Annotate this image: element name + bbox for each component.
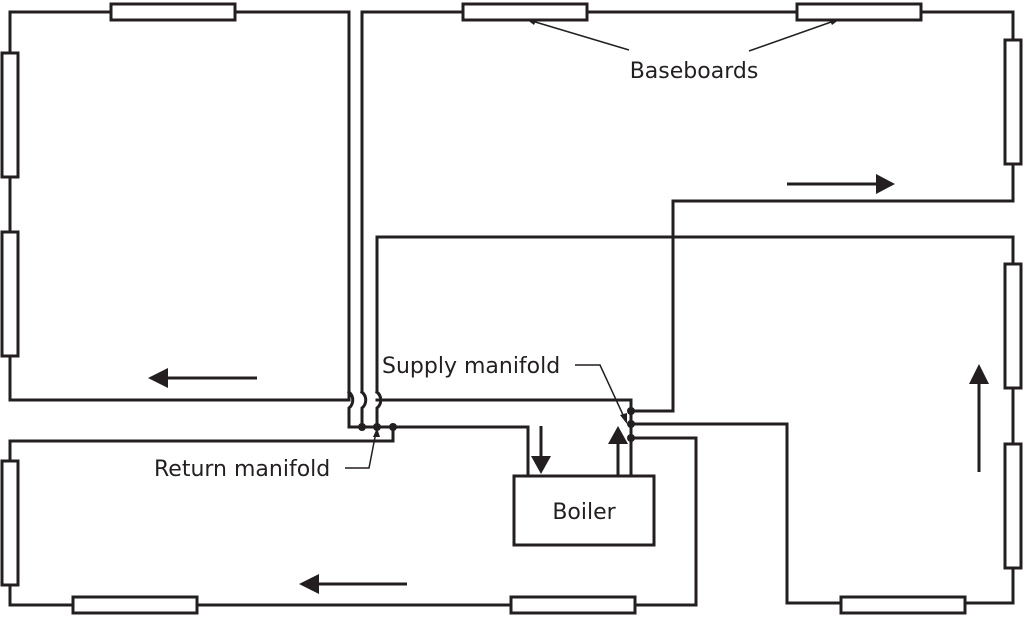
flow-arrows <box>148 174 989 594</box>
baseboards-leader <box>531 20 630 51</box>
baseboards-leader <box>748 20 835 52</box>
manifold-junction <box>627 420 635 428</box>
return-header-pipe <box>347 425 530 478</box>
baseboard <box>71 595 199 615</box>
arrow-down-icon <box>531 456 551 474</box>
callouts: Baseboards Supply manifold Return manifo… <box>154 19 840 482</box>
return-manifold <box>347 423 530 478</box>
zone-bottom-pipe <box>8 425 698 607</box>
arrow-right-icon <box>876 174 895 194</box>
boiler: Boiler <box>512 474 656 547</box>
leader-arrow-icon <box>373 428 380 437</box>
baseboard <box>1003 442 1023 570</box>
boiler-label: Boiler <box>552 500 616 525</box>
zone-top-right-pipe <box>360 10 1015 413</box>
boiler-box <box>512 474 656 547</box>
baseboard <box>1003 262 1023 390</box>
leader-arrow-icon <box>620 413 627 424</box>
supply-manifold-label: Supply manifold <box>382 354 560 379</box>
baseboard <box>109 2 237 22</box>
zone-top-left-pipe <box>8 10 351 402</box>
baseboard <box>461 2 589 22</box>
supply-manifold-leader <box>575 364 625 418</box>
manifold-junction <box>627 434 635 442</box>
arrow-up-icon <box>969 364 989 384</box>
arrow-left-icon <box>299 574 319 594</box>
baseboard <box>839 595 967 615</box>
manifold-junction <box>373 423 381 431</box>
zone-top-left <box>0 2 364 429</box>
arrow-up-icon <box>608 426 628 444</box>
baseboard <box>0 230 20 358</box>
zone-right-pipe <box>375 235 1015 605</box>
leader-arrow-icon <box>526 19 537 25</box>
zone-right <box>374 235 1023 615</box>
zone-top-left-crossover <box>346 389 364 429</box>
baseboard <box>0 51 20 179</box>
zone-right-crossover <box>374 389 383 429</box>
leader-arrow-icon <box>829 19 840 25</box>
return-manifold-leader <box>345 431 377 469</box>
baseboard <box>795 2 923 22</box>
zone-top-right <box>359 2 1023 429</box>
return-manifold-label: Return manifold <box>154 457 330 482</box>
baseboard <box>1003 38 1023 166</box>
supply-manifold <box>375 398 635 478</box>
baseboard <box>509 595 637 615</box>
arrow-left-icon <box>148 368 168 388</box>
zone-bottom <box>0 425 698 615</box>
manifold-junction <box>358 423 366 431</box>
baseboards-label: Baseboards <box>630 59 759 84</box>
baseboard <box>0 459 20 587</box>
zone-top-right-crossover <box>359 389 368 429</box>
manifold-junction <box>627 407 635 415</box>
supply-header-pipe <box>375 398 633 478</box>
manifold-junction <box>389 423 397 431</box>
